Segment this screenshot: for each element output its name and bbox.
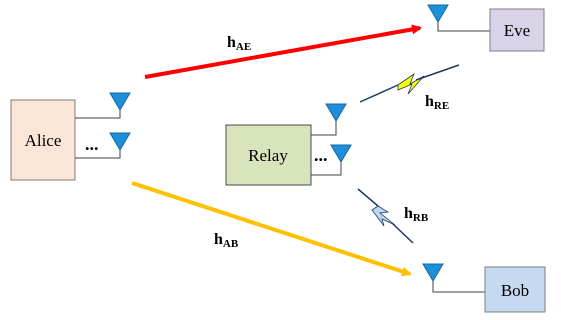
antenna-icon <box>427 4 449 23</box>
alice-wire-top <box>75 103 121 119</box>
alice-label: Alice <box>25 131 62 150</box>
channel-ae-arrow <box>144 24 422 79</box>
relay-antenna-ellipsis: ... <box>314 145 328 165</box>
eve-node: Eve <box>427 4 545 52</box>
channel-ab-arrow <box>131 181 412 277</box>
relay-label: Relay <box>248 146 288 165</box>
channel-rb-label: hRB <box>404 205 429 224</box>
channel-rb-bolt <box>357 188 414 244</box>
alice-box <box>10 99 76 181</box>
alice-antenna-ellipsis: ... <box>85 134 99 154</box>
channel-ab-label: hAB <box>214 231 239 250</box>
bob-wire <box>432 276 485 293</box>
bob-label: Bob <box>501 281 529 300</box>
lightning-bolt-icon <box>371 205 396 227</box>
antenna-icon <box>422 263 444 282</box>
antenna-icon <box>325 103 347 122</box>
relay-box <box>225 124 312 186</box>
channel-re-label: hRE <box>425 93 449 112</box>
relay-node: Relay ... <box>225 103 352 186</box>
channel-ae-label: hAE <box>227 34 251 53</box>
antenna-icon <box>330 144 352 163</box>
bob-node: Bob <box>422 263 546 313</box>
alice-node: Alice ... <box>10 92 131 181</box>
antenna-icon <box>109 92 131 111</box>
eve-wire <box>437 18 490 32</box>
antenna-icon <box>109 132 131 151</box>
eve-box <box>489 8 545 52</box>
lightning-bolt-icon <box>397 72 425 95</box>
relay-wire-bottom <box>311 160 342 176</box>
relay-wire-top <box>311 117 337 136</box>
eve-label: Eve <box>504 21 530 40</box>
channel-re-bolt <box>359 64 460 103</box>
bob-box <box>484 266 546 313</box>
